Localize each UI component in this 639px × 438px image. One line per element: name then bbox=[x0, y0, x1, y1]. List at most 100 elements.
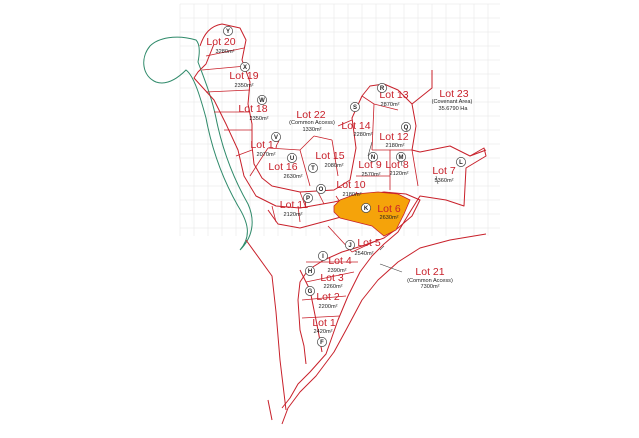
lot12-label: Lot 12 bbox=[379, 131, 408, 143]
marker-o: O bbox=[316, 184, 326, 194]
marker-circle bbox=[240, 62, 250, 72]
lot21-area: 7300m² bbox=[421, 284, 440, 290]
marker-circle bbox=[345, 240, 355, 250]
lot17-area: 2070m² bbox=[257, 152, 276, 158]
marker-w: W bbox=[257, 95, 267, 105]
lot20-area: 3280m² bbox=[216, 49, 235, 55]
marker-y: Y bbox=[223, 26, 233, 36]
marker-circle bbox=[317, 337, 327, 347]
lot4-area: 2390m² bbox=[328, 268, 347, 274]
lot9-area: 2570m² bbox=[362, 172, 381, 178]
lot21-label: Lot 21 bbox=[415, 266, 444, 278]
marker-letter: O bbox=[319, 187, 324, 193]
stream-line bbox=[143, 36, 253, 251]
marker-n: N bbox=[368, 152, 378, 162]
marker-letter: H bbox=[308, 269, 312, 275]
marker-r: R bbox=[377, 83, 387, 93]
lot22-area: 1330m² bbox=[303, 127, 322, 133]
lot5-label: Lot 5 bbox=[357, 237, 381, 249]
marker-circle bbox=[303, 193, 313, 203]
lot15-label: Lot 15 bbox=[315, 150, 344, 162]
lot-6-highlight bbox=[333, 191, 411, 237]
marker-circle bbox=[368, 152, 378, 162]
marker-circle bbox=[308, 163, 318, 173]
lot2-area: 2200m² bbox=[319, 304, 338, 310]
marker-circle bbox=[377, 83, 387, 93]
marker-q: Q bbox=[401, 122, 411, 132]
lot8-label: Lot 8 bbox=[385, 159, 409, 171]
lot3-area: 2260m² bbox=[324, 284, 343, 290]
marker-j: J bbox=[345, 240, 355, 250]
marker-t: T bbox=[308, 163, 318, 173]
marker-circle bbox=[396, 152, 406, 162]
lot13-area: 2870m² bbox=[381, 102, 400, 108]
lot14-label: Lot 14 bbox=[341, 120, 370, 132]
marker-letter: G bbox=[308, 289, 313, 295]
marker-f: F bbox=[317, 337, 327, 347]
marker-h: H bbox=[305, 266, 315, 276]
marker-s: S bbox=[350, 102, 360, 112]
lot21-note: (Common Access) bbox=[407, 278, 453, 284]
marker-l: L bbox=[456, 157, 466, 167]
marker-circle bbox=[456, 157, 466, 167]
lot6-area: 2630m² bbox=[380, 215, 399, 221]
lot22-label: Lot 22 bbox=[296, 109, 325, 121]
marker-circle bbox=[316, 184, 326, 194]
marker-letter: S bbox=[353, 105, 357, 111]
lot12-area: 2180m² bbox=[386, 143, 405, 149]
lot7-area: 5360m² bbox=[435, 178, 454, 184]
lot1-label: Lot 1 bbox=[312, 317, 336, 329]
marker-circle bbox=[223, 26, 233, 36]
lot17-label: Lot 17 bbox=[250, 139, 279, 151]
marker-circle bbox=[305, 266, 315, 276]
marker-v: V bbox=[271, 132, 281, 142]
marker-letter: T bbox=[311, 166, 315, 172]
marker-circle bbox=[401, 122, 411, 132]
lot7-label: Lot 7 bbox=[432, 165, 456, 177]
marker-circle bbox=[350, 102, 360, 112]
lot4-label: Lot 4 bbox=[328, 255, 352, 267]
marker-p: P bbox=[303, 193, 313, 203]
lot15-area: 2080m² bbox=[325, 163, 344, 169]
marker-circle bbox=[318, 251, 328, 261]
lot18-label: Lot 18 bbox=[238, 103, 267, 115]
marker-letter: W bbox=[259, 98, 265, 104]
marker-circle bbox=[287, 153, 297, 163]
marker-letter: J bbox=[348, 243, 351, 249]
marker-circle bbox=[305, 286, 315, 296]
lot11-label: Lot 11 bbox=[280, 199, 309, 211]
lot18-area: 2350m² bbox=[250, 116, 269, 122]
marker-letter: K bbox=[364, 206, 369, 212]
lot10-area: 2180m² bbox=[343, 192, 362, 198]
marker-letter: Q bbox=[404, 125, 409, 131]
lot23-note: (Covenant Area) bbox=[432, 99, 473, 105]
lot11-area: 2120m² bbox=[284, 212, 303, 218]
marker-k: K bbox=[361, 203, 371, 213]
lot1-area: 2420m² bbox=[314, 329, 333, 335]
marker-letter: N bbox=[371, 155, 375, 161]
lot5-area: 2540m² bbox=[355, 251, 374, 257]
marker-letter: M bbox=[399, 155, 404, 161]
marker-g: G bbox=[305, 286, 315, 296]
lot22-note: (Common Access) bbox=[289, 120, 335, 126]
marker-i: I bbox=[318, 251, 328, 261]
marker-u: U bbox=[287, 153, 297, 163]
lot9-label: Lot 9 bbox=[358, 159, 382, 171]
lot20-label: Lot 20 bbox=[206, 36, 235, 48]
marker-letter: I bbox=[322, 254, 324, 260]
lot19-label: Lot 19 bbox=[229, 70, 258, 82]
lot23-area: 35.6790 Ha bbox=[439, 106, 469, 112]
lot3-label: Lot 3 bbox=[320, 272, 344, 284]
marker-letter: L bbox=[459, 160, 463, 166]
lot16-area: 2630m² bbox=[284, 174, 303, 180]
marker-circle bbox=[257, 95, 267, 105]
marker-letter: P bbox=[306, 196, 310, 202]
marker-x: X bbox=[240, 62, 250, 72]
lot8-area: 2120m² bbox=[390, 171, 409, 177]
lot19-area: 2350m² bbox=[235, 83, 254, 89]
marker-letter: U bbox=[290, 156, 294, 162]
lot23-label: Lot 23 bbox=[439, 88, 468, 100]
marker-letter: V bbox=[274, 135, 278, 141]
marker-letter: X bbox=[243, 65, 247, 71]
